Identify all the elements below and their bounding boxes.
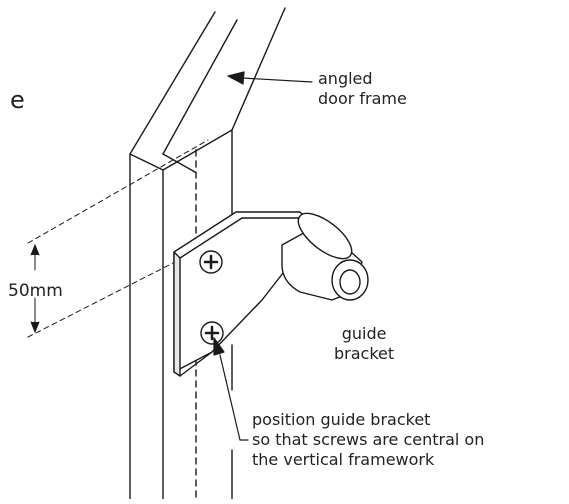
step-letter: e xyxy=(10,86,25,114)
position-note-label: position guide bracket so that screws ar… xyxy=(252,410,485,469)
screw-leader-arrow xyxy=(213,337,249,441)
screw-top xyxy=(199,250,223,274)
vertical-framework xyxy=(129,129,233,500)
screw-bottom xyxy=(200,321,224,345)
angled-frame-label: angled door frame xyxy=(318,69,407,108)
guide-bracket-label: guide bracket xyxy=(334,324,395,363)
angled-door-frame xyxy=(129,7,286,173)
dimension-label: 50mm xyxy=(8,281,63,301)
frame-leader-arrow xyxy=(227,71,313,85)
dimension-arrows xyxy=(30,244,40,333)
